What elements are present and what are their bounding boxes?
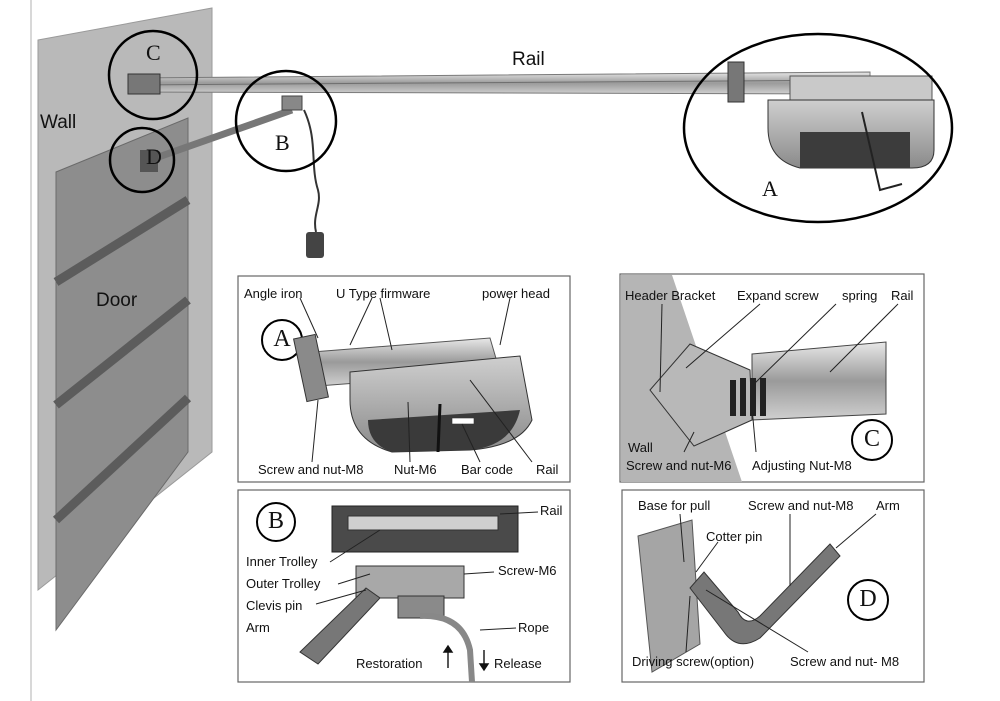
panel-a-cord (436, 403, 442, 453)
label-panel-c-wall: Wall (628, 440, 653, 455)
panel-c-spring (730, 378, 766, 416)
label-u-type-firmware: U Type firmware (336, 286, 431, 301)
callout-letter-b: B (275, 130, 290, 155)
overview-power-cord (861, 111, 903, 192)
label-angle-iron: Angle iron (244, 286, 303, 301)
label-expand-screw: Expand screw (737, 288, 819, 303)
label-base-for-pull: Base for pull (638, 498, 711, 513)
label-panel-d-arm: Arm (876, 498, 900, 513)
overview-door-bracket (140, 150, 158, 172)
panel-d-letter: D (859, 586, 877, 612)
label-screw-nut-m6: Screw and nut-M6 (626, 458, 732, 473)
panel-a-bar-code (451, 417, 475, 425)
label-nut-m6: Nut-M6 (394, 462, 437, 477)
door-seam-2 (53, 296, 191, 409)
label-outer-trolley: Outer Trolley (246, 576, 321, 591)
callout-circle-b (234, 69, 338, 173)
callout-circle-d (108, 126, 176, 194)
label-screw-nut-m8: Screw and nut-M8 (258, 462, 364, 477)
callout-letter-c: C (146, 40, 161, 65)
panel-d-arm (689, 543, 841, 645)
label-inner-trolley: Inner Trolley (246, 554, 318, 569)
panel-c-leader-lines (659, 303, 899, 453)
panel-c-rail (751, 341, 887, 421)
callout-circle-c (107, 29, 199, 121)
overview-trolley (281, 95, 303, 111)
label-restoration: Restoration (356, 656, 423, 671)
label-power-head: power head (482, 286, 550, 301)
label-bar-code: Bar code (461, 462, 514, 477)
label-door: Door (96, 290, 138, 311)
overview-motor-base (800, 132, 910, 168)
panel-b-inner-trolley (347, 515, 499, 531)
panel-b-letter: B (267, 508, 284, 534)
panel-a-motor-base (368, 410, 520, 452)
label-panel-c-rail: Rail (891, 288, 914, 303)
panel-a-angle-iron (292, 333, 330, 403)
panel-b-letter-circle (256, 502, 296, 542)
label-panel-b-arm: Arm (246, 620, 270, 635)
label-cotter-pin: Cotter pin (706, 529, 763, 544)
panel-b-release-lever (419, 612, 475, 683)
panel-b-arm (299, 587, 381, 665)
overview-angle-iron (727, 61, 745, 103)
panel-b-direction-arrows (442, 644, 490, 672)
label-panel-d-screw-nut-m8-b: Screw and nut- M8 (790, 654, 900, 669)
panel-b-outer-trolley (355, 565, 465, 619)
label-panel-a-rail: Rail (536, 462, 559, 477)
label-clevis-pin: Clevis pin (246, 598, 303, 613)
label-rail: Rail (512, 49, 545, 70)
panel-d-letter-circle (847, 579, 889, 621)
panel-d-base-plate (637, 519, 701, 673)
label-driving-screw: Driving screw(option) (632, 654, 755, 669)
label-screw-m6: Screw-M6 (498, 563, 557, 578)
panel-c-letter-circle (851, 419, 893, 461)
callout-circle-a (682, 32, 954, 224)
release-rope (303, 109, 320, 233)
label-wall: Wall (40, 112, 77, 133)
callout-letter-d: D (146, 144, 162, 169)
label-panel-d-screw-nut-m8: Screw and nut-M8 (748, 498, 854, 513)
overview-header-bracket (127, 73, 161, 95)
panel-a-letter: A (273, 326, 291, 352)
door-seam-1 (53, 196, 191, 286)
label-panel-b-rail: Rail (540, 503, 563, 518)
panel-d-leader-lines (679, 513, 877, 653)
callout-letter-a: A (762, 176, 778, 201)
release-handle (306, 232, 324, 258)
panel-a-leader-lines (299, 297, 533, 463)
panel-c-letter: C (863, 426, 880, 452)
label-adjusting-nut-m8: Adjusting Nut-M8 (752, 458, 852, 473)
door-seam-3 (52, 394, 192, 524)
label-spring: spring (842, 288, 878, 303)
panel-b-leader-lines (315, 511, 539, 631)
label-release: Release (494, 656, 542, 671)
door-panel (55, 117, 189, 632)
label-rope: Rope (518, 620, 550, 635)
label-header-bracket: Header Bracket (625, 288, 716, 303)
page-left-border (30, 0, 32, 701)
